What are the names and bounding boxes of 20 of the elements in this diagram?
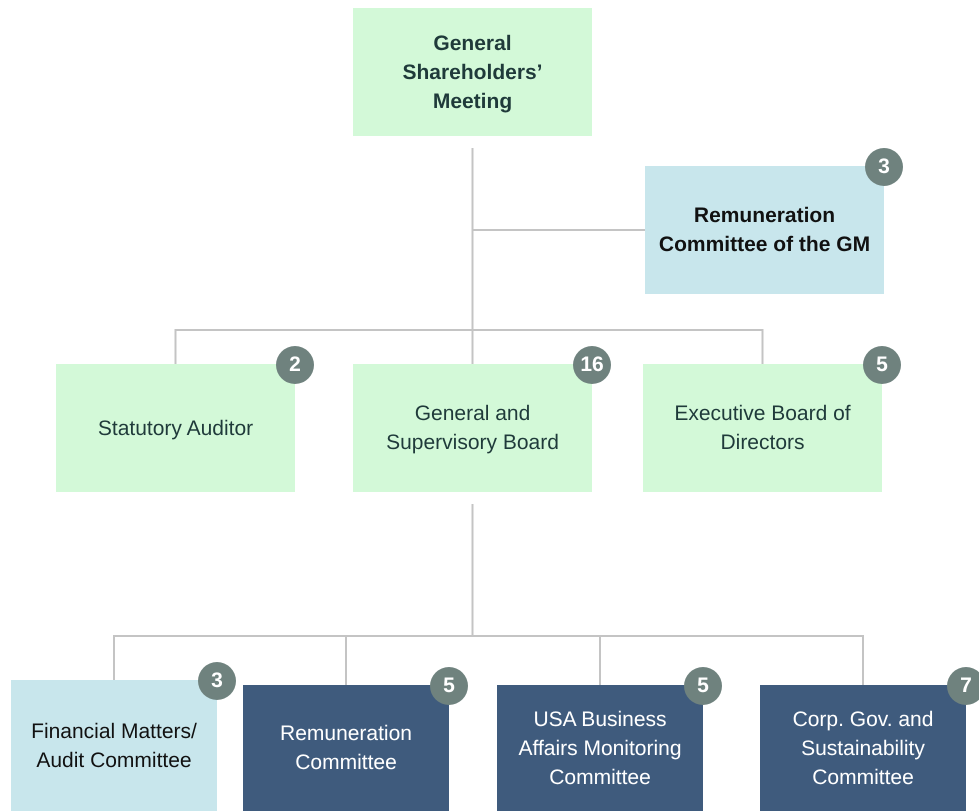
count-badge: 5: [430, 667, 468, 705]
org-box: [353, 8, 592, 136]
connector-line: [472, 504, 864, 685]
node-label: Remuneration Committee: [279, 721, 413, 776]
node-label: Remuneration Committee of the GM: [658, 203, 872, 258]
connector-line: [472, 148, 764, 364]
count-badge: 7: [947, 667, 979, 705]
node-label: General and Supervisory Board: [385, 401, 560, 456]
count-badge: 3: [198, 662, 236, 700]
count-badge: 2: [276, 346, 314, 384]
count-badge: 5: [684, 667, 722, 705]
node-label: Corp. Gov. and Sustainability Committee: [792, 706, 934, 790]
node-label: Financial Matters/ Audit Committee: [30, 718, 198, 774]
node-label: Executive Board of Directors: [673, 401, 852, 456]
node-label: General Shareholders’ Meeting: [401, 30, 544, 114]
node-label: Statutory Auditor: [98, 416, 254, 442]
count-badge: 3: [865, 148, 903, 186]
count-badge: 5: [863, 346, 901, 384]
node-label: USA Business Affairs Monitoring Committee: [517, 706, 683, 790]
count-badge: 16: [573, 346, 611, 384]
